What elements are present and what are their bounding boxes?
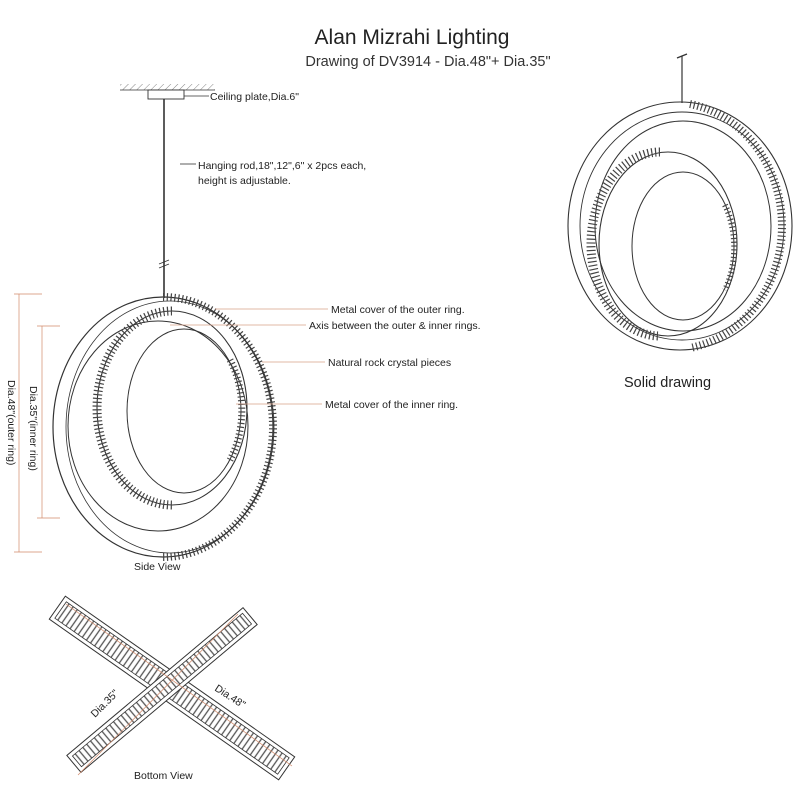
solid-inner-ring — [598, 151, 738, 337]
rod-break-mark-2 — [158, 263, 170, 269]
side-view: Ceiling plate,Dia.6" Hanging rod,18",12"… — [5, 84, 481, 573]
rod-break-mark-1 — [158, 259, 170, 265]
ceiling-hatch — [120, 84, 215, 90]
outer-ring-metal-cover — [67, 320, 249, 532]
inner-ring-opening — [126, 328, 242, 494]
solid-drawing: Solid drawing — [567, 53, 793, 391]
bottom-dim-48-line — [65, 603, 293, 767]
outer-cover-label: Metal cover of the outer ring. — [331, 304, 465, 316]
bottom-view: Dia.35" Dia.48" Bottom View — [48, 595, 296, 782]
solid-inner-crystals — [586, 147, 661, 341]
solid-drawing-label: Solid drawing — [624, 375, 711, 391]
side-view-label: Side View — [134, 561, 181, 573]
bottom-view-label: Bottom View — [134, 770, 193, 782]
axis-label: Axis between the outer & inner rings. — [309, 320, 481, 332]
hanging-rod-label-line2: height is adjustable. — [198, 175, 291, 187]
inner-ring-crystals — [92, 306, 173, 510]
outer-ring-inner-edge — [65, 300, 275, 554]
inner-cover-label: Metal cover of the inner ring. — [325, 399, 458, 411]
hanging-rod-label-line1: Hanging rod,18",12",6" x 2pcs each, — [198, 160, 366, 172]
outer-ring-crystals — [162, 293, 277, 561]
page-title: Alan Mizrahi Lighting — [315, 26, 510, 49]
ceiling-plate — [147, 89, 185, 100]
solid-outer-ring — [567, 101, 793, 351]
solid-inner-opening — [631, 171, 735, 321]
ceiling-plate-label: Ceiling plate,Dia.6" — [210, 91, 299, 103]
page-subtitle: Drawing of DV3914 - Dia.48"+ Dia.35" — [305, 54, 550, 70]
solid-outer-ring-edge — [579, 111, 785, 341]
inner-ring-crystals-right — [226, 358, 246, 462]
outer-dim-label: Dia.48"(outer ring) — [5, 380, 17, 465]
bottom-dim-35-line — [77, 613, 239, 776]
solid-outer-cover — [594, 120, 772, 332]
crystal-label: Natural rock crystal pieces — [328, 357, 451, 369]
inner-ring-outline — [96, 310, 248, 506]
inner-dim-label: Dia.35"(inner ring) — [27, 386, 39, 471]
